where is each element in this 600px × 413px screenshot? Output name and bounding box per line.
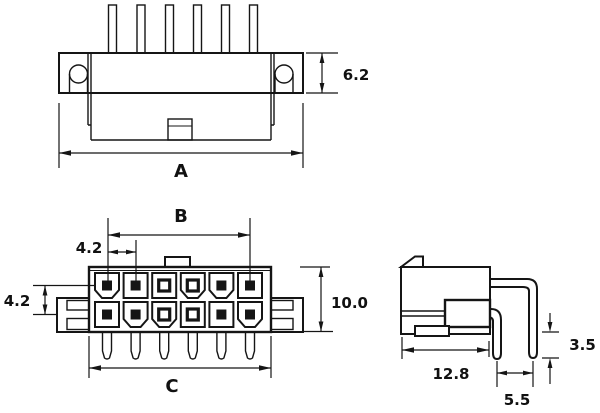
dim-label-C: C — [165, 376, 178, 397]
dim-label-pitch-vertical: 4.2 — [4, 292, 31, 310]
top-view: 6.2 A — [58, 4, 370, 182]
side-view: 12.8 5.5 3.5 — [398, 255, 596, 409]
pin-contact — [102, 280, 112, 291]
cavity — [151, 272, 178, 299]
dim-label-pin-row-spacing: 5.5 — [504, 391, 531, 409]
dim-label-pin-tip-height: 3.5 — [569, 336, 596, 354]
pin — [192, 4, 203, 54]
side-foot — [414, 325, 450, 337]
pin-tail — [216, 332, 227, 360]
pin-tail — [244, 332, 256, 360]
pin — [164, 4, 175, 54]
lower-right-angle-pin — [485, 308, 502, 361]
pin-contact — [185, 278, 200, 293]
dimension-pitch-vertical: 4.2 — [4, 284, 95, 316]
pin — [248, 4, 259, 54]
dim-label-pitch-horizontal: 4.2 — [76, 239, 103, 257]
latch — [167, 118, 193, 141]
dim-label-body-height: 10.0 — [331, 294, 368, 312]
pin-contact — [245, 309, 255, 320]
flange-body — [58, 52, 304, 94]
polarization-bump — [164, 256, 191, 268]
pin-tail — [187, 332, 198, 360]
dimension-body-depth: 12.8 — [401, 337, 490, 383]
pin-contact — [130, 280, 141, 291]
dim-label-flange-height: 6.2 — [343, 66, 370, 84]
dimension-overall-width-C: C — [88, 336, 272, 397]
cavity-row-2 — [94, 301, 263, 328]
body-right-edge — [270, 53, 275, 140]
pin-contact — [157, 307, 172, 322]
solder-tails — [101, 332, 256, 360]
dimension-pin-span-B: B — [107, 206, 251, 281]
pin-contact — [102, 309, 112, 320]
pin-contact — [216, 309, 227, 320]
pin-contact — [216, 280, 227, 291]
top-view-pins — [107, 4, 259, 54]
right-mounting-ear — [270, 297, 304, 333]
dimension-pin-row-spacing: 5.5 — [496, 361, 534, 409]
pin-tail — [101, 332, 113, 360]
cavity — [179, 301, 206, 328]
pin-contact — [245, 280, 255, 291]
dim-label-body-depth: 12.8 — [432, 365, 469, 383]
dimension-body-height: 10.0 — [300, 266, 368, 333]
left-mounting-ear — [56, 297, 90, 333]
pin-contact — [130, 309, 141, 320]
pin — [107, 4, 118, 54]
side-top-tab — [398, 255, 424, 268]
dimension-pin-tip-height: 3.5 — [542, 313, 596, 384]
side-body-lines — [401, 310, 445, 317]
dim-label-B: B — [174, 206, 188, 227]
upper-right-angle-pin — [489, 278, 538, 360]
dim-label-A: A — [174, 161, 188, 182]
side-inner-block — [443, 298, 492, 329]
pin-tail — [159, 332, 170, 360]
pin — [220, 4, 231, 54]
cavity — [179, 272, 206, 299]
pin-contact — [157, 278, 172, 293]
front-view: B 4.2 4.2 10.0 C — [4, 206, 368, 397]
cavity — [151, 301, 178, 328]
pin-tail — [130, 332, 141, 360]
right-mounting-hole — [274, 64, 294, 93]
left-mounting-hole — [68, 64, 89, 93]
dimension-overall-width-A: A — [58, 103, 304, 182]
pin — [136, 4, 146, 54]
dimension-flange-height: 6.2 — [306, 52, 370, 94]
pin-contact — [185, 307, 200, 322]
dimension-pitch-horizontal: 4.2 — [76, 239, 137, 281]
ear-notches — [66, 299, 294, 331]
